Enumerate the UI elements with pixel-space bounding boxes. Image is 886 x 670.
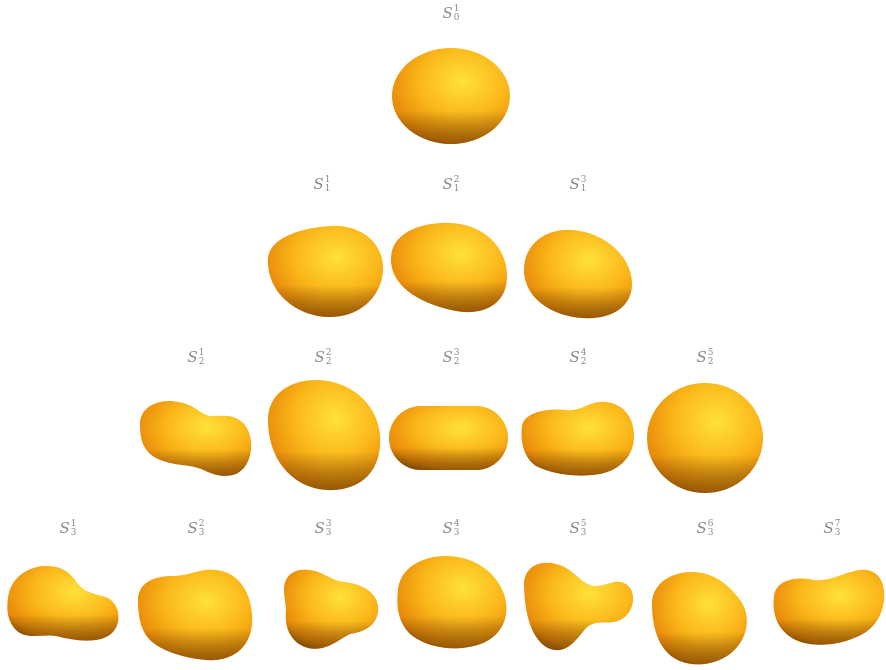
shape-s2-1 xyxy=(140,400,252,476)
shape-s3-4 xyxy=(397,556,507,649)
shape-s2-4 xyxy=(521,401,634,476)
shape-s0-1 xyxy=(392,48,510,144)
shape-s1-1 xyxy=(267,225,384,318)
shape-s3-3 xyxy=(284,569,379,649)
shape-s3-2 xyxy=(138,569,253,661)
shape-s1-3 xyxy=(524,229,632,319)
shape-s1-2 xyxy=(390,222,508,313)
shape-s2-5 xyxy=(647,383,763,493)
shape-s3-1 xyxy=(7,566,119,641)
shape-s2-2 xyxy=(268,380,381,491)
shape-s3-7 xyxy=(773,569,885,645)
shape-s3-5 xyxy=(524,562,634,651)
shape-s2-3 xyxy=(389,406,508,470)
shape-s3-6 xyxy=(652,572,747,665)
